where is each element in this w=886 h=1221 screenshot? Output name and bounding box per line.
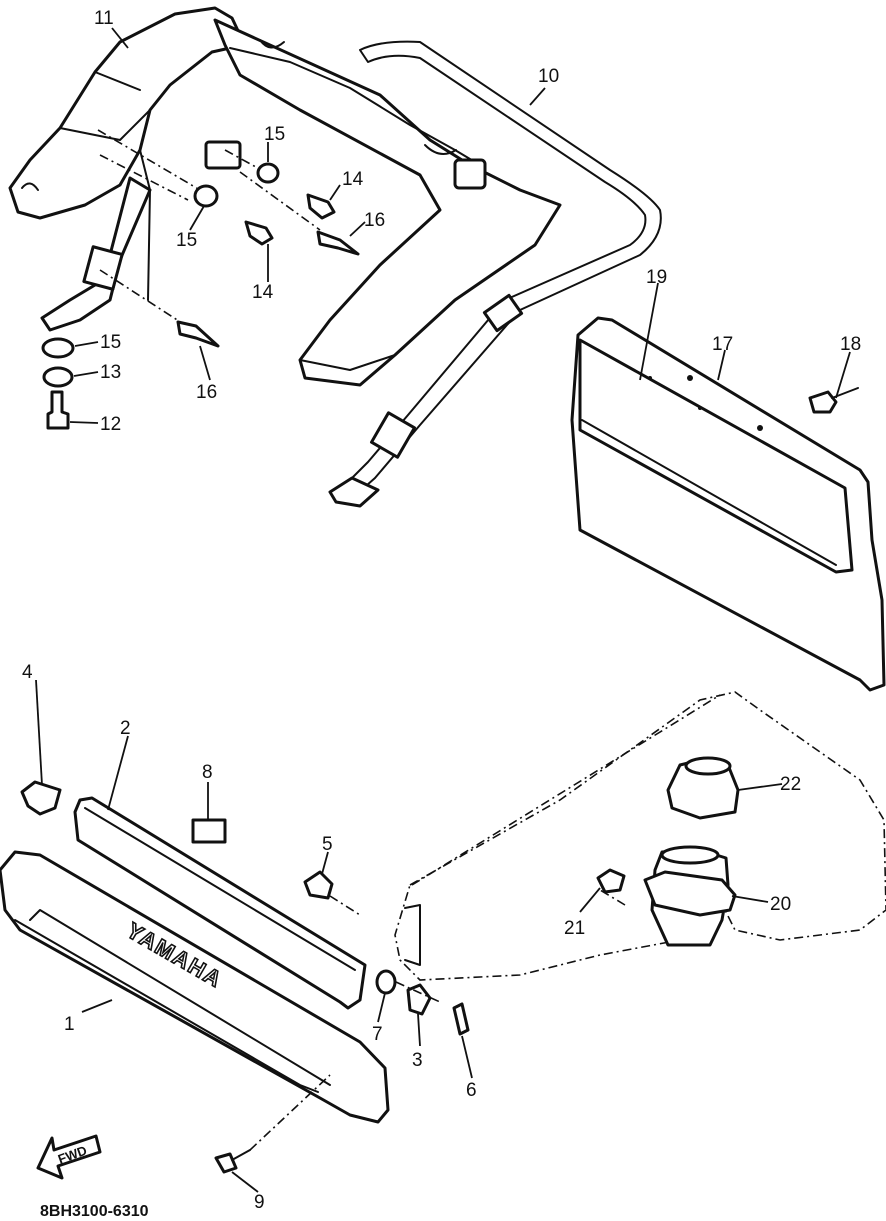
callout-18: 18 xyxy=(840,334,861,355)
part-10-rail-frame xyxy=(213,18,662,508)
callout-10: 10 xyxy=(538,66,559,87)
part-5-clip xyxy=(303,870,334,900)
fuel-tank xyxy=(394,691,886,981)
callout-11: 11 xyxy=(94,8,114,29)
part-4-bracket xyxy=(20,780,62,816)
callout-15-lower: 15 xyxy=(100,332,121,353)
part-20-filler-neck xyxy=(643,845,737,947)
callout-3: 3 xyxy=(412,1050,423,1071)
part-7-collar xyxy=(375,969,397,995)
callout-22: 22 xyxy=(780,774,801,795)
callout-8: 8 xyxy=(202,762,213,783)
part-8-label xyxy=(191,818,227,844)
callout-20: 20 xyxy=(770,894,791,915)
callout-7: 7 xyxy=(372,1024,383,1045)
part-18-rivet xyxy=(808,387,859,414)
callout-1: 1 xyxy=(64,1014,75,1035)
hardware-upper xyxy=(41,162,360,430)
fwd-arrow-icon: FWD xyxy=(36,1134,102,1180)
callout-16-upper: 16 xyxy=(364,210,385,231)
leader-lines xyxy=(35,27,851,1193)
part-21-grommet xyxy=(596,868,626,894)
part-6-clip xyxy=(452,1002,470,1036)
part-3-bracket xyxy=(406,983,432,1016)
callout-19: 19 xyxy=(646,267,667,288)
diagram-code: 8BH3100-6310 xyxy=(40,1203,149,1220)
alignment-lines-lower xyxy=(329,694,721,1003)
callout-12: 12 xyxy=(100,414,121,435)
callout-15-upper: 15 xyxy=(264,124,285,145)
callout-9: 9 xyxy=(254,1192,265,1213)
callout-14-upper: 14 xyxy=(342,169,364,190)
callout-17: 17 xyxy=(712,334,733,355)
callout-15-mid: 15 xyxy=(176,230,197,251)
part-17-panel xyxy=(570,316,886,692)
callout-4: 4 xyxy=(22,662,33,683)
callout-2: 2 xyxy=(120,718,131,739)
callout-6: 6 xyxy=(466,1080,477,1101)
part-9-bolt xyxy=(214,1074,331,1174)
callout-13: 13 xyxy=(100,362,121,383)
part-22-cap xyxy=(666,756,740,820)
callout-labels: 11 10 15 14 15 16 14 15 13 12 16 19 17 1… xyxy=(22,8,861,1213)
part-10-left-strut xyxy=(40,140,242,332)
part-2-reflector-plate xyxy=(73,796,367,1010)
callout-16-lower: 16 xyxy=(196,382,217,403)
callout-21: 21 xyxy=(564,918,585,939)
callout-14-lower: 14 xyxy=(252,282,274,303)
callout-5: 5 xyxy=(322,834,333,855)
